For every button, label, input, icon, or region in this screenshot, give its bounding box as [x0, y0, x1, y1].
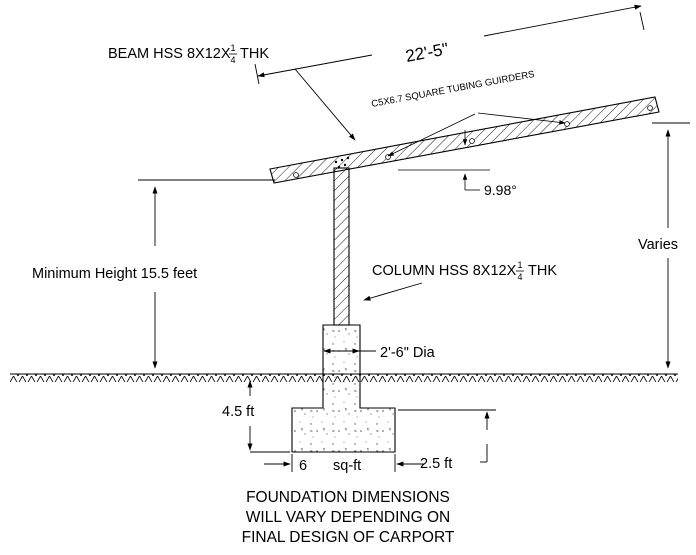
foundation-note: FOUNDATION DIMENSIONS WILL VARY DEPENDIN… — [198, 488, 498, 548]
column-fraction-denominator: 4 — [517, 272, 522, 282]
depth-label: 4.5 ft — [222, 404, 254, 420]
footing-unit-label: sq-ft — [333, 458, 361, 474]
min-height-label: Minimum Height 15.5 feet — [32, 266, 197, 282]
beam-thk-label: THK — [240, 46, 269, 62]
column-label: COLUMN HSS 8X12X — [372, 263, 517, 279]
concrete-footing — [291, 324, 396, 453]
varies-dimension: Varies — [638, 122, 690, 369]
footing-thickness-label: 2.5 ft — [420, 456, 452, 472]
note-line-2: WILL VARY DEPENDING ON — [245, 509, 451, 526]
girders-leader-right — [477, 112, 566, 125]
footing-thickness-dimension: 2.5 ft — [398, 409, 496, 472]
angle-label: 9.98° — [484, 182, 517, 198]
beam-fraction-denominator: 4 — [230, 55, 235, 65]
beam-label: BEAM HSS 8X12X — [108, 46, 231, 62]
beam-leader — [294, 68, 356, 141]
span-dimension: 22'-5" — [254, 4, 645, 85]
pier-diameter-dimension: 2'-6" Dia — [323, 345, 436, 361]
column-callout: COLUMN HSS 8X12X 1 4 THK — [363, 260, 557, 301]
pier-diameter-label: 2'-6" Dia — [380, 345, 436, 361]
beam-connection-bolts — [334, 156, 350, 169]
column-fraction-numerator: 1 — [517, 260, 522, 270]
slope-angle: 9.98° — [398, 130, 517, 198]
girder-symbols — [293, 105, 653, 178]
column-thk-label: THK — [528, 263, 557, 279]
beam-callout: BEAM HSS 8X12X 1 4 THK — [108, 43, 356, 141]
span-label: 22'-5" — [404, 39, 450, 66]
varies-label: Varies — [638, 237, 678, 253]
note-line-1: FOUNDATION DIMENSIONS — [246, 489, 450, 506]
column — [333, 167, 350, 326]
footing-width-dimension: 6 sq-ft — [264, 454, 424, 474]
foundation — [291, 324, 396, 453]
footing-width-label: 6 — [299, 458, 307, 474]
girders-leader-left — [387, 113, 476, 157]
note-line-3: FINAL DESIGN OF CARPORT — [241, 529, 455, 546]
column-leader — [363, 282, 423, 301]
beam-fraction-numerator: 1 — [230, 43, 235, 53]
depth-dimension: 4.5 ft — [222, 380, 290, 453]
girders-label: C5X6.7 SQUARE TUBING GUIRDERS — [371, 69, 536, 110]
min-height-dimension: Minimum Height 15.5 feet — [32, 179, 275, 369]
